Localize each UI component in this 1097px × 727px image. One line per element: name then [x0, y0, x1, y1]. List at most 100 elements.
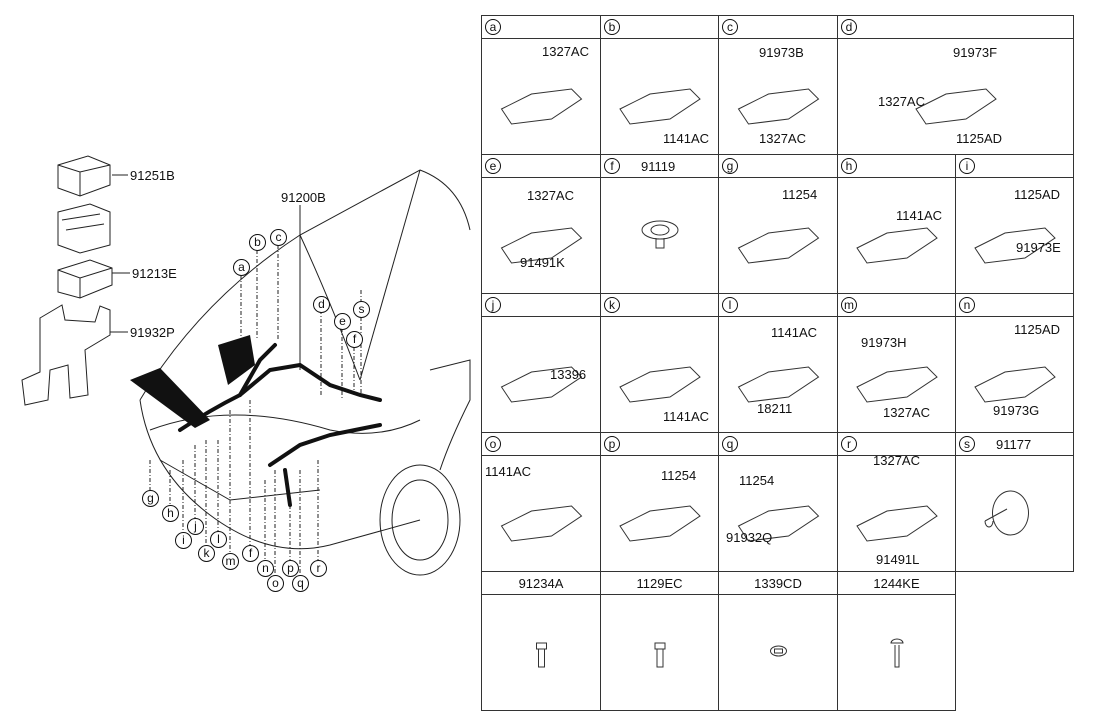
location-bubble-m[interactable]: m — [222, 553, 239, 570]
part-drawing — [654, 642, 666, 668]
part-label-91251B: 91251B — [130, 168, 175, 183]
location-bubble-p[interactable]: p — [282, 560, 299, 577]
part-illustration-area: 1141AC — [601, 39, 718, 154]
part-number-label: 1327AC — [542, 44, 589, 59]
part-outline — [619, 505, 701, 542]
part-drawing — [619, 366, 701, 403]
location-bubble-h[interactable]: h — [162, 505, 179, 522]
location-bubble-f-bottom[interactable]: f — [242, 545, 259, 562]
part-number-label: 1141AC — [896, 208, 943, 223]
part-outline — [737, 366, 820, 403]
grid-cell-1129EC[interactable]: 1129EC — [600, 571, 718, 710]
part-outline — [915, 88, 997, 125]
location-bubble-c[interactable]: c — [270, 229, 287, 246]
location-letter-badge: o — [485, 436, 501, 452]
grid-cell-header: p — [601, 433, 718, 456]
grid-cell-header: 1129EC — [601, 572, 718, 595]
location-bubble-d[interactable]: d — [313, 296, 330, 313]
part-drawing — [500, 227, 583, 264]
part-number-label: 91973F — [953, 45, 998, 60]
grid-cell-h[interactable]: h 1141AC — [837, 154, 955, 293]
location-letter-badge: i — [959, 158, 975, 174]
part-drawing — [856, 505, 938, 542]
part-number-label: 18211 — [757, 401, 793, 416]
part-outline — [974, 227, 1056, 264]
part-number-label: 1125AD — [1014, 322, 1061, 337]
part-number-label: 13396 — [550, 367, 587, 382]
part-number-label: 1141AC — [663, 131, 710, 146]
grid-border-bottom — [481, 710, 956, 711]
header-part-number: 91119 — [641, 159, 676, 174]
part-outline — [737, 227, 820, 264]
location-bubble-q[interactable]: q — [292, 575, 309, 592]
location-bubble-j[interactable]: j — [187, 518, 204, 535]
location-bubble-n[interactable]: n — [257, 560, 274, 577]
grid-cell-header: r — [838, 433, 955, 456]
part-number-label: 1327AC — [883, 405, 930, 420]
grid-cell-1339CD[interactable]: 1339CD — [718, 571, 837, 710]
location-bubble-i[interactable]: i — [175, 532, 192, 549]
location-letter-badge: l — [722, 297, 738, 313]
location-bubble-r[interactable]: r — [310, 560, 327, 577]
location-letter-badge: k — [604, 297, 620, 313]
grid-cell-1244KE[interactable]: 1244KE — [837, 571, 955, 710]
part-number-label: 11254 — [661, 468, 697, 483]
location-letter-badge: c — [722, 19, 738, 35]
part-illustration-area: 11254 — [601, 456, 718, 571]
header-part-number: 1339CD — [754, 576, 802, 591]
part-drawing — [500, 366, 583, 403]
part-drawing — [915, 88, 997, 125]
location-bubble-g[interactable]: g — [142, 490, 159, 507]
location-bubble-o[interactable]: o — [267, 575, 284, 592]
grid-cell-91234A[interactable]: 91234A — [481, 571, 600, 710]
part-number-label: 91973G — [993, 403, 1040, 418]
location-bubble-f-top[interactable]: f — [346, 331, 363, 348]
location-bubble-s[interactable]: s — [353, 301, 370, 318]
part-outline — [770, 645, 788, 657]
location-bubble-e[interactable]: e — [334, 313, 351, 330]
grid-cell-p[interactable]: p 11254 — [600, 432, 718, 571]
location-bubble-a[interactable]: a — [233, 259, 250, 276]
grid-cell-header: h — [838, 155, 955, 178]
location-letter-badge: n — [959, 297, 975, 313]
part-illustration-area — [601, 178, 718, 293]
part-drawing — [737, 88, 820, 125]
location-bubble-k[interactable]: k — [198, 545, 215, 562]
part-outline — [619, 366, 701, 403]
part-number-label: 91932Q — [726, 530, 773, 545]
grid-cell-n[interactable]: n 1125AD 91973G — [955, 293, 1073, 432]
grid-cell-header: e — [482, 155, 600, 178]
part-number-label: 1327AC — [873, 453, 920, 468]
part-drawing — [984, 490, 1029, 536]
location-bubble-l[interactable]: l — [210, 531, 227, 548]
grid-cell-header: l — [719, 294, 837, 317]
part-drawing — [619, 88, 701, 125]
part-outline — [654, 642, 666, 668]
location-letter-badge: g — [722, 158, 738, 174]
location-bubble-b[interactable]: b — [249, 234, 266, 251]
part-number-label: 91491K — [520, 255, 565, 270]
grid-cell-header: m — [838, 294, 955, 317]
part-number-label: 1125AD — [956, 131, 1003, 146]
grid-cell-header: g — [719, 155, 837, 178]
part-illustration-area — [601, 595, 718, 710]
main-harness-diagram: 91200B 91251B 91213E 91932P a b c d e s … — [0, 0, 480, 727]
